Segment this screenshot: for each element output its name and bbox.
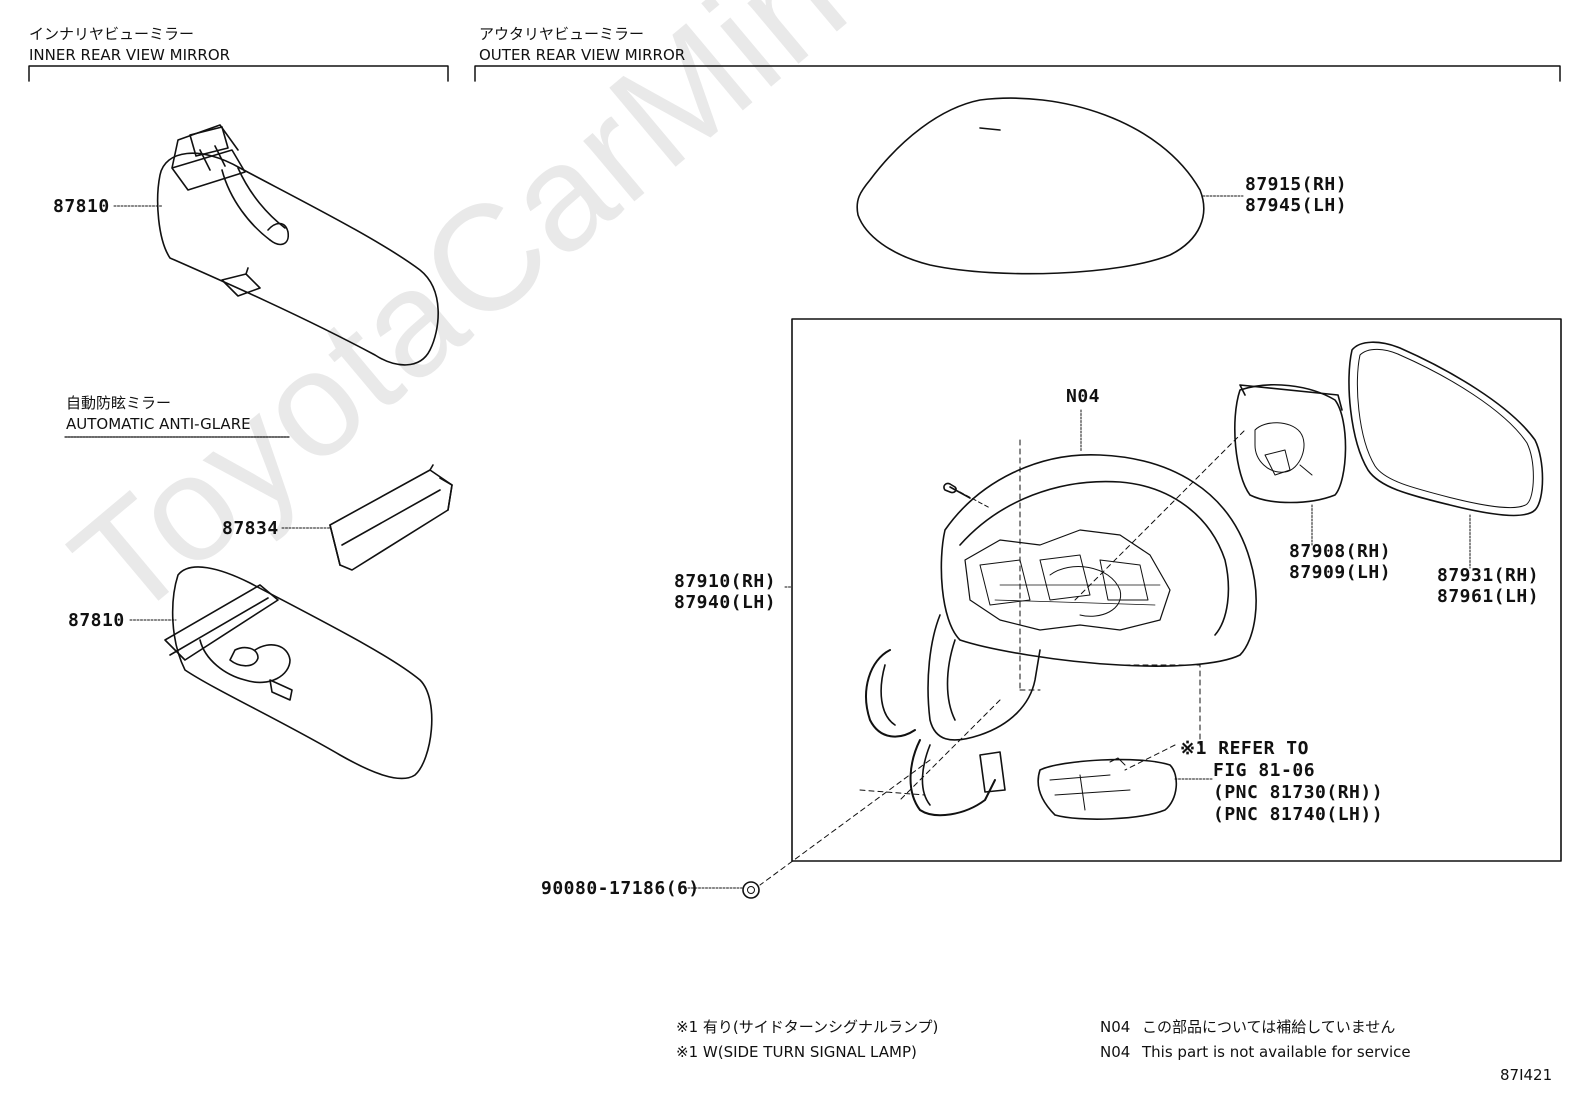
refer-line-4: (PNC 81740(LH)) xyxy=(1213,804,1384,825)
inner-mirror-lower xyxy=(164,566,433,780)
screw xyxy=(943,482,991,509)
outer-section-title-en: OUTER REAR VIEW MIRROR xyxy=(479,46,686,64)
part-label-87961[interactable]: 87961(LH) xyxy=(1437,586,1540,607)
part-label-87945[interactable]: 87945(LH) xyxy=(1245,195,1348,216)
mirror-cover xyxy=(856,97,1205,275)
outer-section-title-jp: アウタリヤビューミラー xyxy=(479,25,645,43)
footnote-n04-en-code: N04 xyxy=(1100,1043,1131,1061)
note-label-n04: N04 xyxy=(1066,386,1101,407)
footnote-1-en: ※1 W(SIDE TURN SIGNAL LAMP) xyxy=(676,1043,917,1061)
anti-glare-title-en: AUTOMATIC ANTI-GLARE xyxy=(66,415,251,433)
mirror-assembly xyxy=(865,454,1257,817)
part-label-87910[interactable]: 87910(RH) xyxy=(674,571,777,592)
inner-section-bracket xyxy=(28,65,449,82)
footnote-n04-jp-code: N04 xyxy=(1100,1018,1131,1036)
mirror-assembly-box xyxy=(791,318,1562,862)
inner-section-title-jp: インナリヤビューミラー xyxy=(29,25,195,43)
footnote-n04-jp: この部品については補給していません xyxy=(1142,1018,1396,1036)
mirror-actuator xyxy=(1234,384,1347,504)
side-turn-signal-lamp xyxy=(1037,757,1178,820)
outer-section-bracket xyxy=(474,65,1561,82)
inner-mirror-upper xyxy=(156,124,439,366)
part-label-87908[interactable]: 87908(RH) xyxy=(1289,541,1392,562)
part-label-87810-lower[interactable]: 87810 xyxy=(68,610,125,631)
footnote-n04-en: This part is not available for service xyxy=(1142,1043,1411,1061)
mirror-glass xyxy=(1348,341,1544,517)
dashed-guide-lines xyxy=(759,429,1246,886)
refer-line-3: (PNC 81730(RH)) xyxy=(1213,782,1384,803)
inner-section-title-en: INNER REAR VIEW MIRROR xyxy=(29,46,231,64)
part-label-87834[interactable]: 87834 xyxy=(222,518,279,539)
part-label-87909[interactable]: 87909(LH) xyxy=(1289,562,1392,583)
footnote-1-jp: ※1 有り(サイドターンシグナルランプ) xyxy=(676,1018,939,1036)
nut xyxy=(742,881,760,899)
part-label-87940[interactable]: 87940(LH) xyxy=(674,592,777,613)
anti-glare-cover xyxy=(329,464,453,571)
refer-line-2[interactable]: FIG 81-06 xyxy=(1213,760,1316,781)
part-label-87810-upper[interactable]: 87810 xyxy=(53,196,110,217)
part-label-87915[interactable]: 87915(RH) xyxy=(1245,174,1348,195)
part-label-87931[interactable]: 87931(RH) xyxy=(1437,565,1540,586)
refer-line-1: ※1 REFER TO xyxy=(1180,738,1309,759)
anti-glare-title-jp: 自動防眩ミラー xyxy=(66,394,172,412)
figure-id: 87I421 xyxy=(1500,1066,1553,1084)
part-label-90080[interactable]: 90080-17186(6) xyxy=(541,878,700,899)
